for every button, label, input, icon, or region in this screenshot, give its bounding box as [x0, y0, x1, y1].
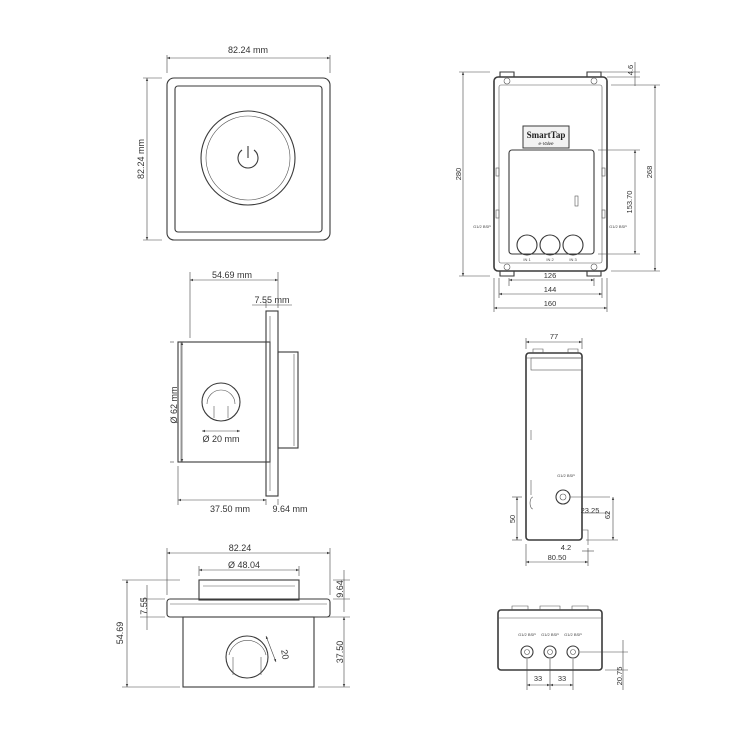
bottom-gland-1	[520, 645, 534, 659]
port-label-3: IN 3	[569, 257, 577, 262]
port-label-2: IN 2	[546, 257, 554, 262]
bottom-spacing-label-1: 33	[534, 674, 542, 683]
side-body	[525, 352, 583, 541]
side-lower-label: 50	[508, 515, 517, 523]
logo-subtitle: e-Valve	[538, 141, 554, 146]
bottom-gland-label-1: G1/2 BSP	[518, 632, 536, 637]
side-plate-label: 9.64 mm	[272, 504, 307, 514]
enclosure-total-width-label: 160	[544, 299, 557, 308]
power-icon	[237, 146, 259, 169]
side-gland-offset-label: 23.25	[581, 506, 600, 515]
top-flange-label: 7.55	[139, 597, 149, 615]
lug-top-right	[586, 71, 602, 77]
lug-top-left	[499, 71, 515, 77]
top-box	[182, 616, 315, 688]
bottom-gland-3	[566, 645, 580, 659]
enclosure-bottom-view: G1/2 BSP G1/2 BSP G1/2 BSP 33 33 20.75	[497, 605, 628, 690]
knob-profile	[277, 351, 299, 449]
dial-outer-ring	[200, 110, 296, 206]
front-width-label: 82.24 mm	[228, 45, 268, 55]
side-box-depth-label: 37.50 mm	[210, 504, 250, 514]
cover-plate	[265, 310, 279, 497]
top-knockout	[225, 635, 269, 679]
gland-port-2	[539, 234, 561, 256]
inspection-window	[508, 149, 595, 255]
enclosure-inner-height-label: 268	[645, 166, 654, 179]
bottom-gland-2	[543, 645, 557, 659]
enclosure-height-label: 280	[454, 168, 463, 181]
plate-outline	[166, 77, 331, 241]
side-lip-label: 4.2	[561, 543, 571, 552]
side-diameter-label: Ø 62 mm	[169, 386, 179, 423]
side-depth-label: 54.69 mm	[212, 270, 252, 280]
bottom-gland-label-3: G1/2 BSP	[564, 632, 582, 637]
side-hole-label: Ø 20 mm	[202, 434, 239, 444]
top-diameter-label: Ø 48.04	[228, 560, 260, 570]
logo-title: SmartTap	[527, 130, 566, 140]
top-knob	[198, 579, 300, 601]
bottom-gland-label-2: G1/2 BSP	[541, 632, 559, 637]
bottom-spacing-label-2: 33	[558, 674, 566, 683]
side-gland	[555, 489, 571, 505]
box-body	[177, 341, 271, 463]
gland-left-label: G1/2 BSP	[473, 224, 491, 229]
gland-port-1	[516, 234, 538, 256]
enclosure-side-view: G1/2 BSP 77 23.25 62 50 4.2 80.50	[508, 332, 618, 566]
gland-right-label: G1/2 BSP	[609, 224, 627, 229]
enclosure-front-view: SmartTap e-Valve IN 1 IN 2 IN 3 G1/2 BSP…	[454, 62, 660, 312]
side-depth-dim-label: 77	[550, 332, 558, 341]
bottom-height-label: 20.75	[615, 667, 624, 686]
top-total-label: 54.69	[115, 622, 125, 645]
knockout-hole	[201, 382, 241, 422]
enclosure-mid-width-label: 144	[544, 285, 557, 294]
enclosure-offset-label: 4.6	[626, 65, 635, 75]
front-height-label: 82.24 mm	[136, 139, 146, 179]
enclosure-inner-width-label: 126	[544, 271, 557, 280]
plate-inner	[174, 85, 323, 233]
top-width-label: 82.24	[229, 543, 252, 553]
front-view: 82.24 mm 82.24 mm	[136, 45, 331, 241]
top-plate	[166, 598, 331, 618]
logo-plate	[522, 125, 570, 149]
side-gland-label: G1/2 BSP	[557, 473, 575, 478]
gland-port-3	[562, 234, 584, 256]
port-label-1: IN 1	[523, 257, 531, 262]
top-view: 82.24 Ø 48.04 7.55 54.69 9.64 37.50 20	[115, 543, 350, 688]
side-gland-height-label: 62	[603, 511, 612, 519]
top-box-label: 37.50	[335, 641, 345, 664]
side-flange-label: 7.55 mm	[254, 295, 289, 305]
enclosure-outline	[493, 76, 608, 272]
side-view: 54.69 mm 7.55 mm Ø 62 mm Ø 20 mm 37.50 m…	[169, 270, 308, 514]
dial-inner-ring	[205, 115, 291, 201]
enclosure-window-height-label: 153.70	[625, 191, 634, 214]
top-plate-label: 9.64	[335, 580, 345, 598]
side-base-label: 80.50	[548, 553, 567, 562]
top-hole-label: 20	[279, 649, 291, 661]
